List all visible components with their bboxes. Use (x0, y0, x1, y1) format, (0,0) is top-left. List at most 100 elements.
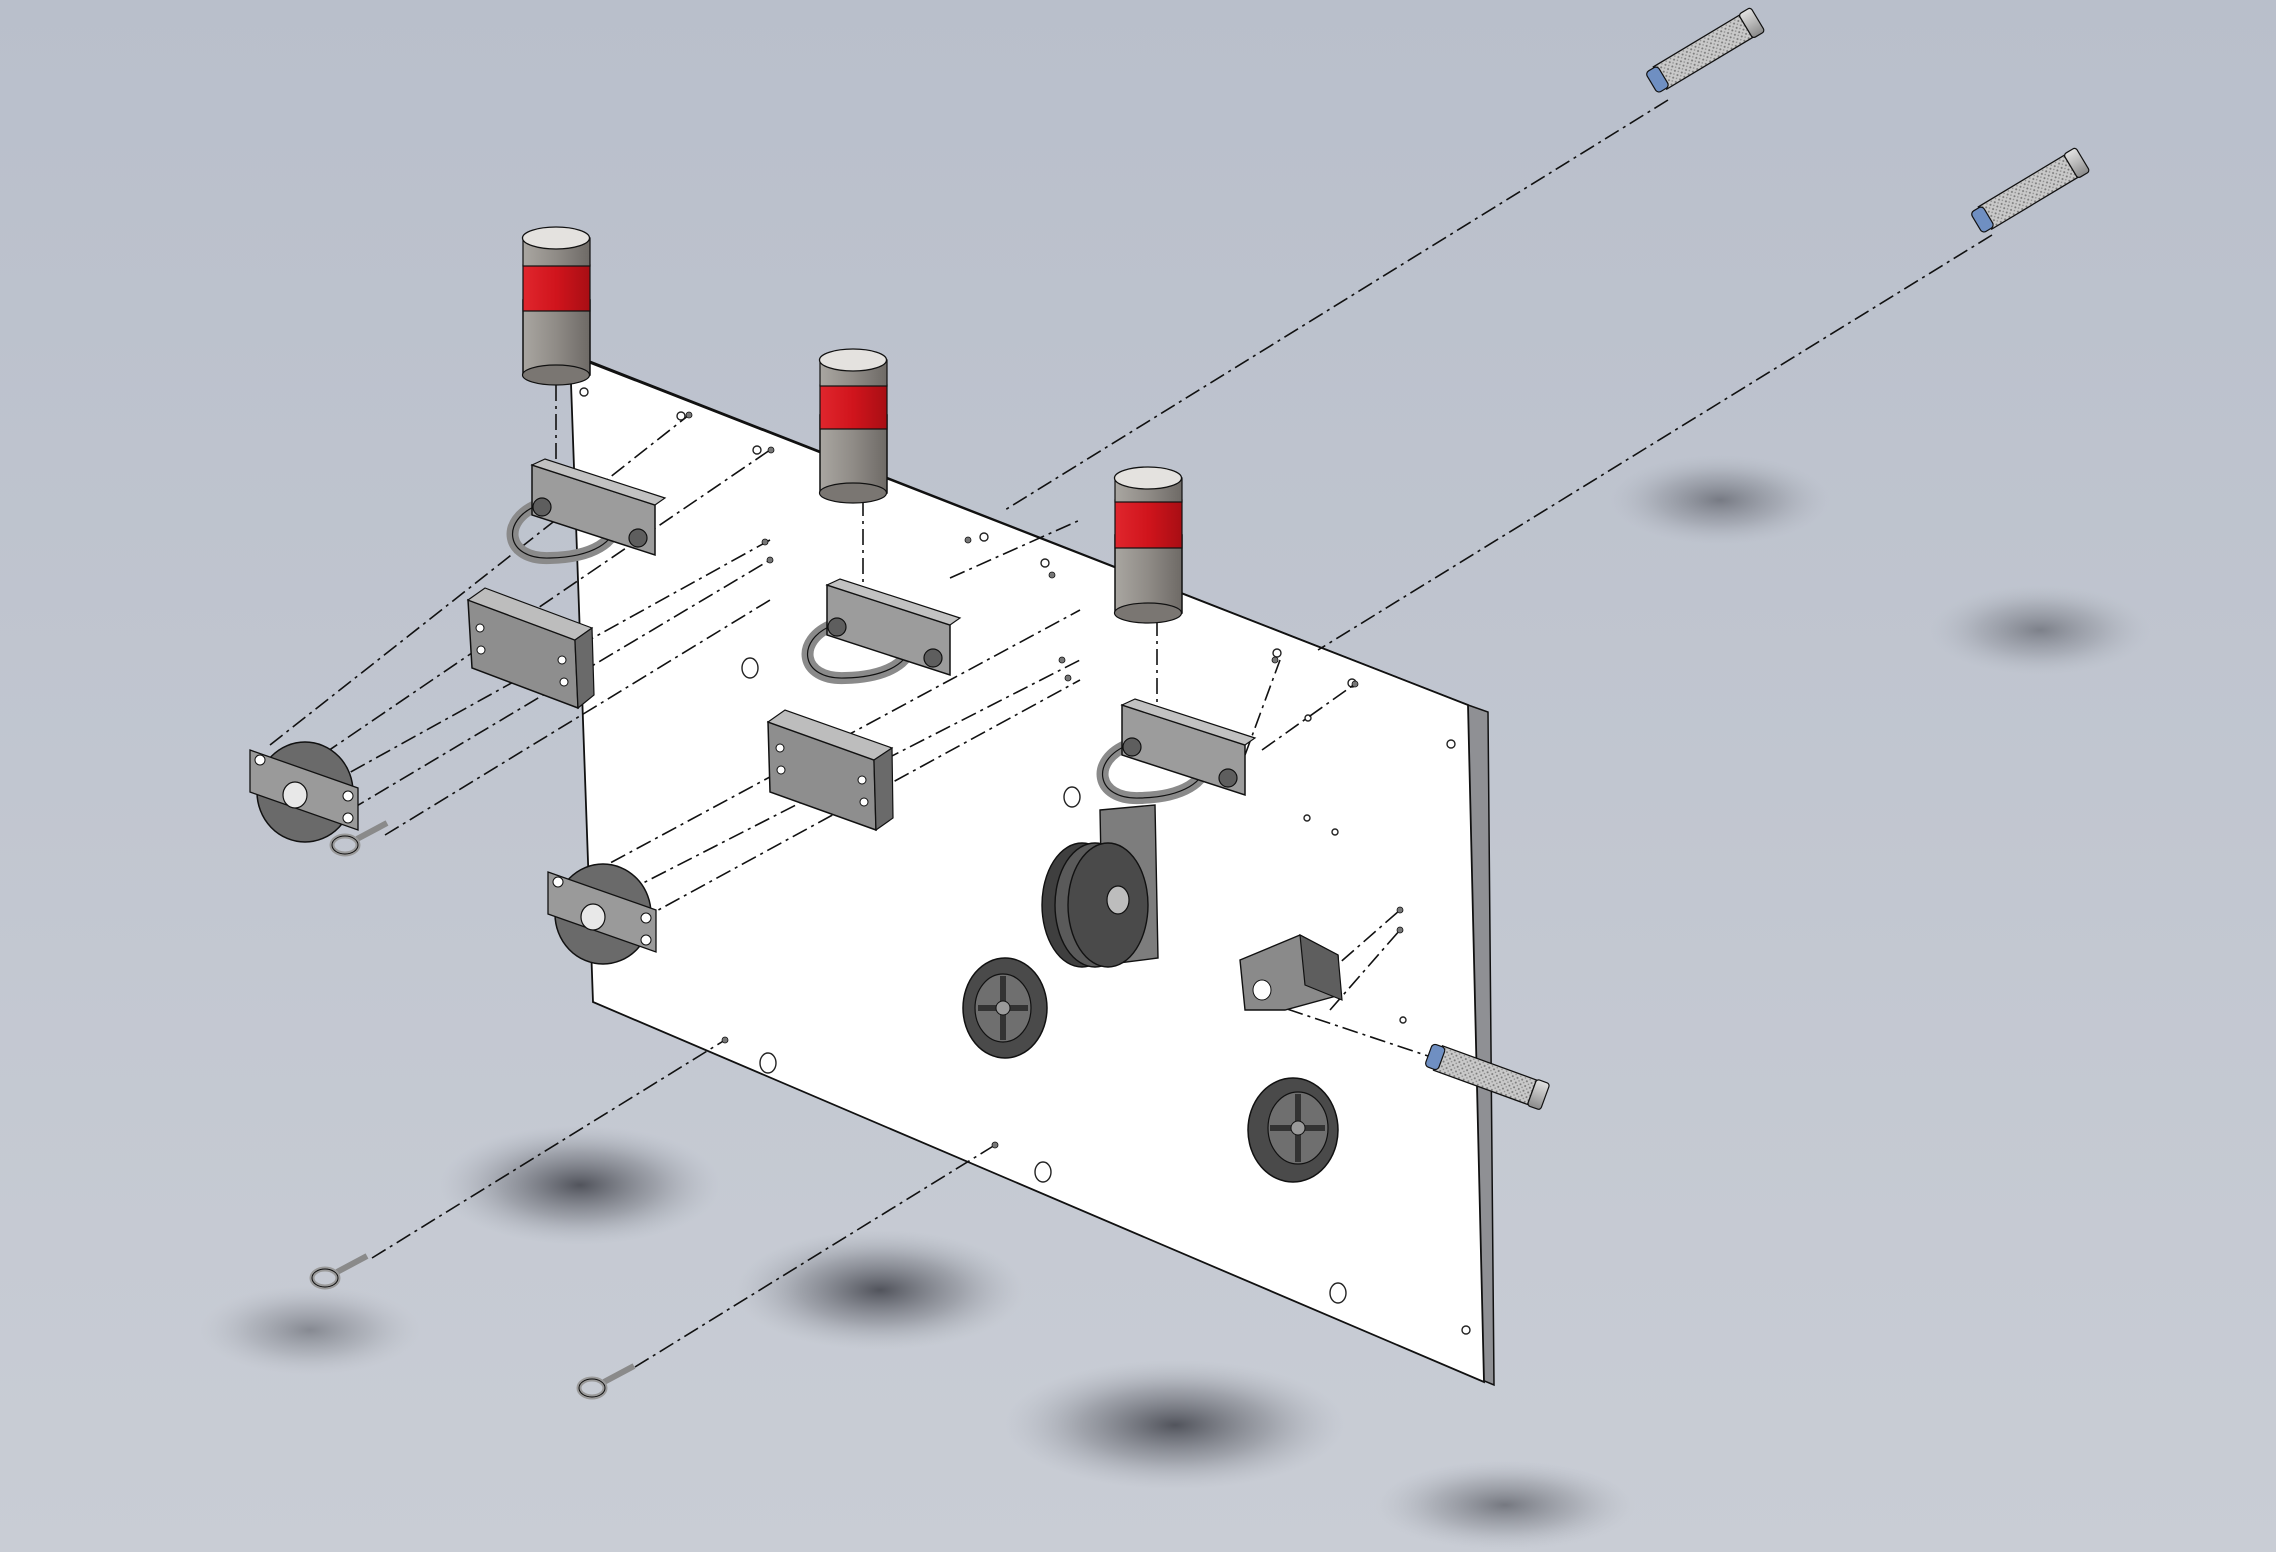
eye-bolt[interactable] (309, 1253, 369, 1290)
flange-hole (254, 754, 266, 766)
clamp-nut (1122, 737, 1142, 757)
sensor-nut (1527, 1079, 1550, 1110)
screw (1396, 926, 1404, 934)
screw (767, 446, 775, 454)
triple-sheave-pulley[interactable] (1041, 804, 1159, 968)
beacon-top (818, 348, 888, 372)
explode-line (1004, 99, 1669, 511)
hole (1272, 648, 1282, 658)
explode-line (1319, 909, 1401, 981)
sensor-tip (1646, 66, 1669, 93)
flange-pulley-block[interactable] (249, 741, 359, 843)
screw (1058, 656, 1066, 664)
beacon-bottom (1113, 602, 1183, 624)
block-hole (857, 775, 867, 785)
sheave-hub (1106, 885, 1130, 915)
eye-bolt-ring-edge (578, 1378, 606, 1398)
flange-hole (640, 912, 652, 924)
spacer-block-side (873, 746, 894, 832)
pulley-hub (282, 781, 308, 809)
hole (741, 657, 759, 679)
shadow (440, 1125, 720, 1245)
explode-line (384, 599, 771, 836)
hole (1331, 828, 1339, 836)
u-bolt-clamp[interactable] (801, 578, 962, 685)
hole (759, 1052, 777, 1074)
flange-pulley-block[interactable] (547, 863, 657, 965)
beacon-base (522, 299, 591, 376)
hole (1329, 1282, 1347, 1304)
hole (1399, 1016, 1407, 1024)
beacon-red-band (819, 384, 888, 430)
hole (579, 387, 589, 397)
explode-line (1261, 683, 1356, 751)
fasteners (685, 411, 1404, 1149)
proximity-sensor[interactable] (1644, 7, 1765, 95)
shadow (1375, 1460, 1635, 1550)
screw (721, 1036, 729, 1044)
eye-bolt-ring-edge (311, 1268, 339, 1288)
bracket-hole (1252, 979, 1272, 1001)
flange-hole (552, 876, 564, 888)
shadow (1610, 455, 1830, 545)
screw (964, 536, 972, 544)
proximity-sensor[interactable] (1424, 1041, 1550, 1110)
spacer-block[interactable] (466, 587, 595, 710)
hole (752, 445, 762, 455)
spacer-block[interactable] (766, 709, 894, 832)
explode-line (269, 414, 690, 746)
flange-hole (640, 934, 652, 946)
explode-line (1259, 999, 1441, 1061)
sensor-tip (1425, 1043, 1446, 1071)
beacon-bottom (521, 364, 591, 386)
stack-light-beacon[interactable] (818, 348, 888, 504)
block-hole (775, 743, 785, 753)
clamp-saddle-side (530, 458, 667, 506)
explode-line (1317, 234, 1993, 651)
screw (685, 411, 693, 419)
hole (1063, 786, 1081, 808)
screw (766, 556, 774, 564)
hole (1303, 814, 1311, 822)
floor-shadows (200, 455, 2150, 1550)
explode-line (639, 679, 1081, 921)
flange-hole (342, 812, 354, 824)
sensor-nut (1739, 7, 1765, 38)
u-bolt-clamp[interactable] (506, 458, 667, 565)
wheel-hub (1290, 1120, 1306, 1136)
eye-bolt[interactable] (329, 820, 389, 857)
screw (1064, 674, 1072, 682)
block-hole (776, 765, 786, 775)
clamp-nut (923, 648, 943, 668)
eye-bolt[interactable] (576, 1363, 636, 1400)
beacon-bottom (818, 482, 888, 504)
eye-bolt-ring-edge (331, 835, 359, 855)
proximity-sensor[interactable] (1969, 147, 2090, 235)
block-hole (476, 645, 486, 655)
wheel-hub (995, 1000, 1011, 1016)
angle-bracket[interactable] (1239, 933, 1343, 1011)
stack-light-beacon[interactable] (521, 226, 591, 386)
stack-light-beacon[interactable] (1113, 466, 1183, 624)
hole (1034, 1161, 1052, 1183)
screw (1271, 656, 1279, 664)
grooved-wheel[interactable] (962, 957, 1048, 1059)
screw (761, 538, 769, 546)
screw (1351, 680, 1359, 688)
block-hole (859, 797, 869, 807)
clamp-nut (1218, 768, 1238, 788)
flange-hole (342, 790, 354, 802)
u-bolt-clamp[interactable] (1096, 698, 1257, 805)
explode-line (949, 519, 1081, 579)
hole (1446, 739, 1456, 749)
shadow (1930, 585, 2150, 675)
clamp-saddle-side (1120, 698, 1257, 746)
shadow (735, 1230, 1025, 1350)
beacon-top (1113, 466, 1183, 490)
beacon-top (521, 226, 591, 250)
eye-bolt-shank (355, 820, 389, 842)
explode-line (371, 1039, 726, 1259)
grooved-wheel[interactable] (1247, 1077, 1339, 1183)
